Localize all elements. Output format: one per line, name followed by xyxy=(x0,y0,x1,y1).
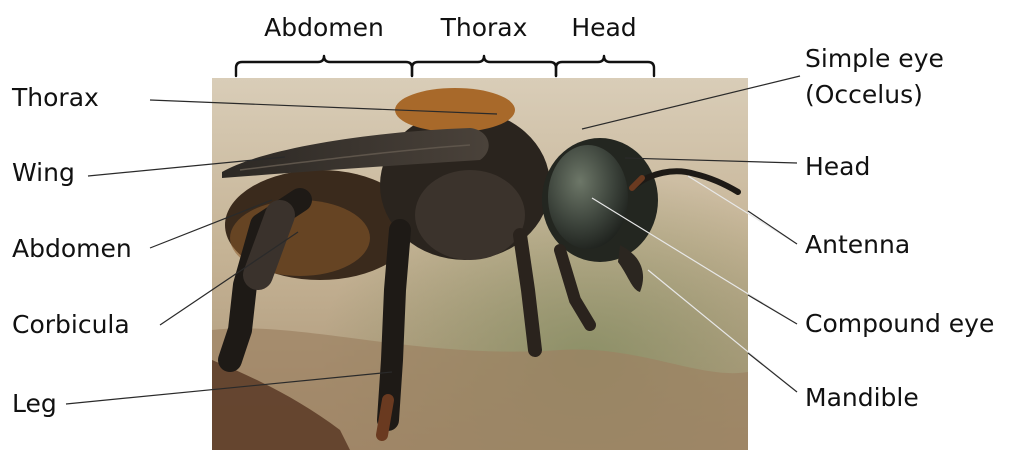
label-thorax: Thorax xyxy=(11,83,99,112)
left-labels: Thorax Wing Abdomen Corbicula Leg xyxy=(11,83,132,418)
segment-label-head: Head xyxy=(571,13,636,42)
label-simple-eye-sub: (Occelus) xyxy=(805,80,923,109)
bee-middle-leg-tip xyxy=(382,400,388,435)
brace-thorax xyxy=(412,56,556,76)
brace-head xyxy=(556,56,654,76)
label-corbicula: Corbicula xyxy=(12,310,130,339)
segment-label-thorax: Thorax xyxy=(440,13,528,42)
bee-middle-leg xyxy=(388,230,400,420)
leader-mandible-ext xyxy=(748,353,797,392)
leader-antenna-ext xyxy=(748,211,797,244)
bee-thorax-hair xyxy=(395,88,515,132)
label-mandible: Mandible xyxy=(805,383,919,412)
bee-compound-eye xyxy=(548,145,628,249)
bee-photo xyxy=(212,78,748,450)
segment-labels: Abdomen Thorax Head xyxy=(264,13,637,42)
leader-compound-eye-ext xyxy=(748,295,797,324)
bee-thorax-side xyxy=(415,170,525,260)
bee-corbicula xyxy=(258,215,280,275)
segment-braces xyxy=(236,56,654,76)
label-wing: Wing xyxy=(12,158,75,187)
brace-abdomen xyxy=(236,56,412,76)
label-head: Head xyxy=(805,152,870,181)
label-simple-eye: Simple eye xyxy=(805,44,944,73)
segment-label-abdomen: Abdomen xyxy=(264,13,384,42)
label-leg: Leg xyxy=(12,389,57,418)
label-compound-eye: Compound eye xyxy=(805,309,994,338)
right-labels: Simple eye (Occelus) Head Antenna Compou… xyxy=(805,44,994,412)
label-antenna: Antenna xyxy=(805,230,910,259)
label-abdomen: Abdomen xyxy=(12,234,132,263)
